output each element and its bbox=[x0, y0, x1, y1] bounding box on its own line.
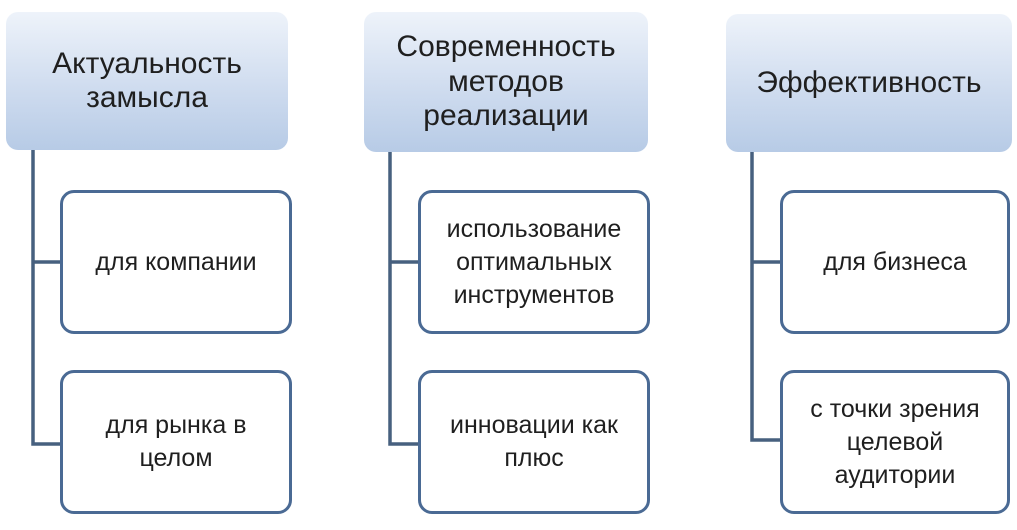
column-relevance: Актуальность замысла для компании для ры… bbox=[0, 0, 300, 530]
item-label: для рынка в целом bbox=[105, 411, 247, 472]
connector-lines-relevance bbox=[31, 150, 60, 446]
item-box: инновации как плюс bbox=[418, 370, 650, 514]
item-box: для компании bbox=[60, 190, 292, 334]
item-label: инновации как плюс bbox=[450, 411, 618, 472]
item-box: для рынка в целом bbox=[60, 370, 292, 514]
category-header-modern-methods: Современность методов реализации bbox=[364, 12, 648, 152]
category-header-efficiency: Эффективность bbox=[726, 14, 1012, 152]
category-title: Актуальность замысла bbox=[52, 46, 242, 115]
category-header-relevance: Актуальность замысла bbox=[6, 12, 288, 150]
category-title: Эффективность bbox=[756, 65, 982, 99]
category-title: Современность методов реализации bbox=[396, 30, 616, 133]
item-box: с точки зрения целевой аудитории bbox=[780, 370, 1010, 514]
connector-lines-modern-methods bbox=[388, 152, 418, 446]
column-modern-methods: Современность методов реализации использ… bbox=[358, 0, 668, 530]
item-label: для компании bbox=[95, 247, 257, 276]
connector-lines-efficiency bbox=[750, 152, 780, 442]
item-box: использование оптимальных инструментов bbox=[418, 190, 650, 334]
item-box: для бизнеса bbox=[780, 190, 1010, 334]
column-efficiency: Эффективность для бизнеса с точки зрения… bbox=[718, 0, 1017, 530]
item-label: с точки зрения целевой аудитории bbox=[810, 394, 980, 489]
item-label: для бизнеса bbox=[823, 247, 967, 276]
item-label: использование оптимальных инструментов bbox=[446, 214, 622, 309]
